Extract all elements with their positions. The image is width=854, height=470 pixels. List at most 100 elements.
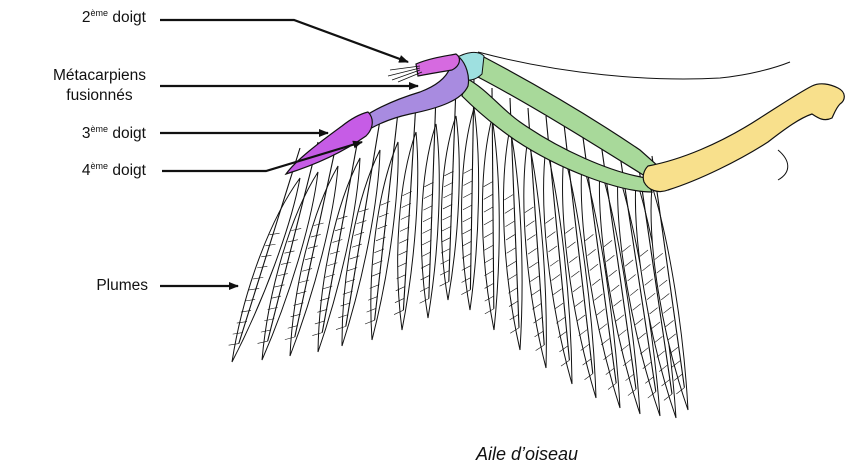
feather-barb xyxy=(568,256,578,263)
feather-barb xyxy=(461,253,472,259)
feather-barb xyxy=(580,344,590,351)
feather-barb xyxy=(640,347,649,355)
feather-barb xyxy=(535,344,545,351)
feather-vane xyxy=(289,165,339,357)
label-feathers: Plumes xyxy=(96,277,148,294)
feather-barb xyxy=(624,259,634,267)
feather-barb xyxy=(627,274,636,282)
feather-vane xyxy=(481,117,500,331)
feather-vane xyxy=(420,123,440,319)
feather-barb xyxy=(356,220,367,225)
feather-barb xyxy=(351,243,362,248)
feather-barb xyxy=(421,251,431,257)
feather-barb xyxy=(647,391,656,399)
feather-barb xyxy=(663,306,672,314)
feather-barb xyxy=(260,329,272,333)
feather-shaft xyxy=(469,77,475,290)
wing-skin-line xyxy=(477,51,791,80)
feather-barb xyxy=(603,240,613,248)
feather-barb xyxy=(443,193,453,199)
feather-shaft xyxy=(374,111,399,321)
feather-barb xyxy=(395,286,406,292)
feather-barb xyxy=(419,298,429,304)
feather-shaft xyxy=(345,119,381,327)
feather-vane xyxy=(461,107,480,311)
label-arrows xyxy=(160,18,419,290)
feather-barb xyxy=(335,326,346,330)
feather-vane xyxy=(341,149,381,347)
feather-barb xyxy=(644,278,653,286)
feather-barb xyxy=(444,170,454,177)
feather-barb xyxy=(601,338,610,346)
feather-barb xyxy=(398,250,408,256)
feather-barb xyxy=(484,308,494,315)
feather-barb xyxy=(607,382,617,390)
feather-vane xyxy=(440,115,460,301)
feather-barb xyxy=(572,285,582,293)
feather-barb xyxy=(645,376,654,384)
feather-barb xyxy=(531,289,541,296)
feather-barb xyxy=(461,277,471,283)
feather-barb xyxy=(661,293,670,301)
feather-barb xyxy=(671,360,681,368)
feather-barb xyxy=(310,234,321,238)
feather-barb xyxy=(649,307,658,315)
feather-barb xyxy=(526,234,536,241)
feather-barb xyxy=(663,393,673,401)
feather-barb xyxy=(484,257,494,264)
feather-barb xyxy=(424,181,434,188)
feather-barb xyxy=(302,268,313,272)
feather-barb xyxy=(642,264,651,272)
feather-barb xyxy=(483,181,493,187)
feather-barb xyxy=(578,329,588,337)
feather-barb xyxy=(560,359,570,367)
feather-barb xyxy=(462,204,473,211)
feather-barb xyxy=(548,245,558,253)
feather-barb xyxy=(504,194,514,201)
feather-barb xyxy=(669,347,679,354)
feather-barb xyxy=(483,232,494,238)
label-third-digit: 3ème doigt xyxy=(81,124,146,143)
feather-barb xyxy=(338,314,349,319)
feather-barb xyxy=(244,299,256,302)
feather-barb xyxy=(290,313,301,318)
feather-barb xyxy=(622,359,632,367)
feather-barb xyxy=(646,292,656,300)
feather-barb xyxy=(527,248,537,255)
feather-barb xyxy=(618,329,627,337)
feather-barb xyxy=(358,208,369,213)
feather-barb xyxy=(605,368,615,375)
feather-barb xyxy=(582,358,592,366)
feather-barb xyxy=(317,309,328,313)
label-fourth-digit: 4ème doigt xyxy=(81,161,146,180)
feather-barb xyxy=(508,300,518,307)
feather-barb xyxy=(399,226,410,232)
feather-barb xyxy=(673,373,683,381)
feather-barb xyxy=(567,241,576,249)
feather-barb xyxy=(441,226,452,232)
feather-barb xyxy=(274,284,285,288)
feather-shaft xyxy=(238,147,301,344)
feather-barb xyxy=(576,314,586,322)
feather-barb xyxy=(439,270,450,276)
feather-barb xyxy=(397,262,407,268)
feather-barb xyxy=(530,275,539,282)
feather-barb xyxy=(504,207,514,214)
feather-barb xyxy=(314,320,325,325)
feather-barb xyxy=(462,241,472,247)
feather-barb xyxy=(510,327,520,334)
feather-barb xyxy=(281,261,292,265)
feather-barb xyxy=(484,295,494,302)
feather-barb xyxy=(606,255,615,262)
feather-barb xyxy=(257,340,268,344)
feather-barb xyxy=(421,240,432,246)
feather-barb xyxy=(420,263,431,269)
alula-feathers xyxy=(387,65,423,83)
feather-barb xyxy=(264,318,275,322)
feather-barb xyxy=(398,238,409,244)
feather-barb xyxy=(462,228,472,235)
feather-barb xyxy=(615,314,625,322)
figure-caption: Aile d’oiseau xyxy=(475,444,579,464)
